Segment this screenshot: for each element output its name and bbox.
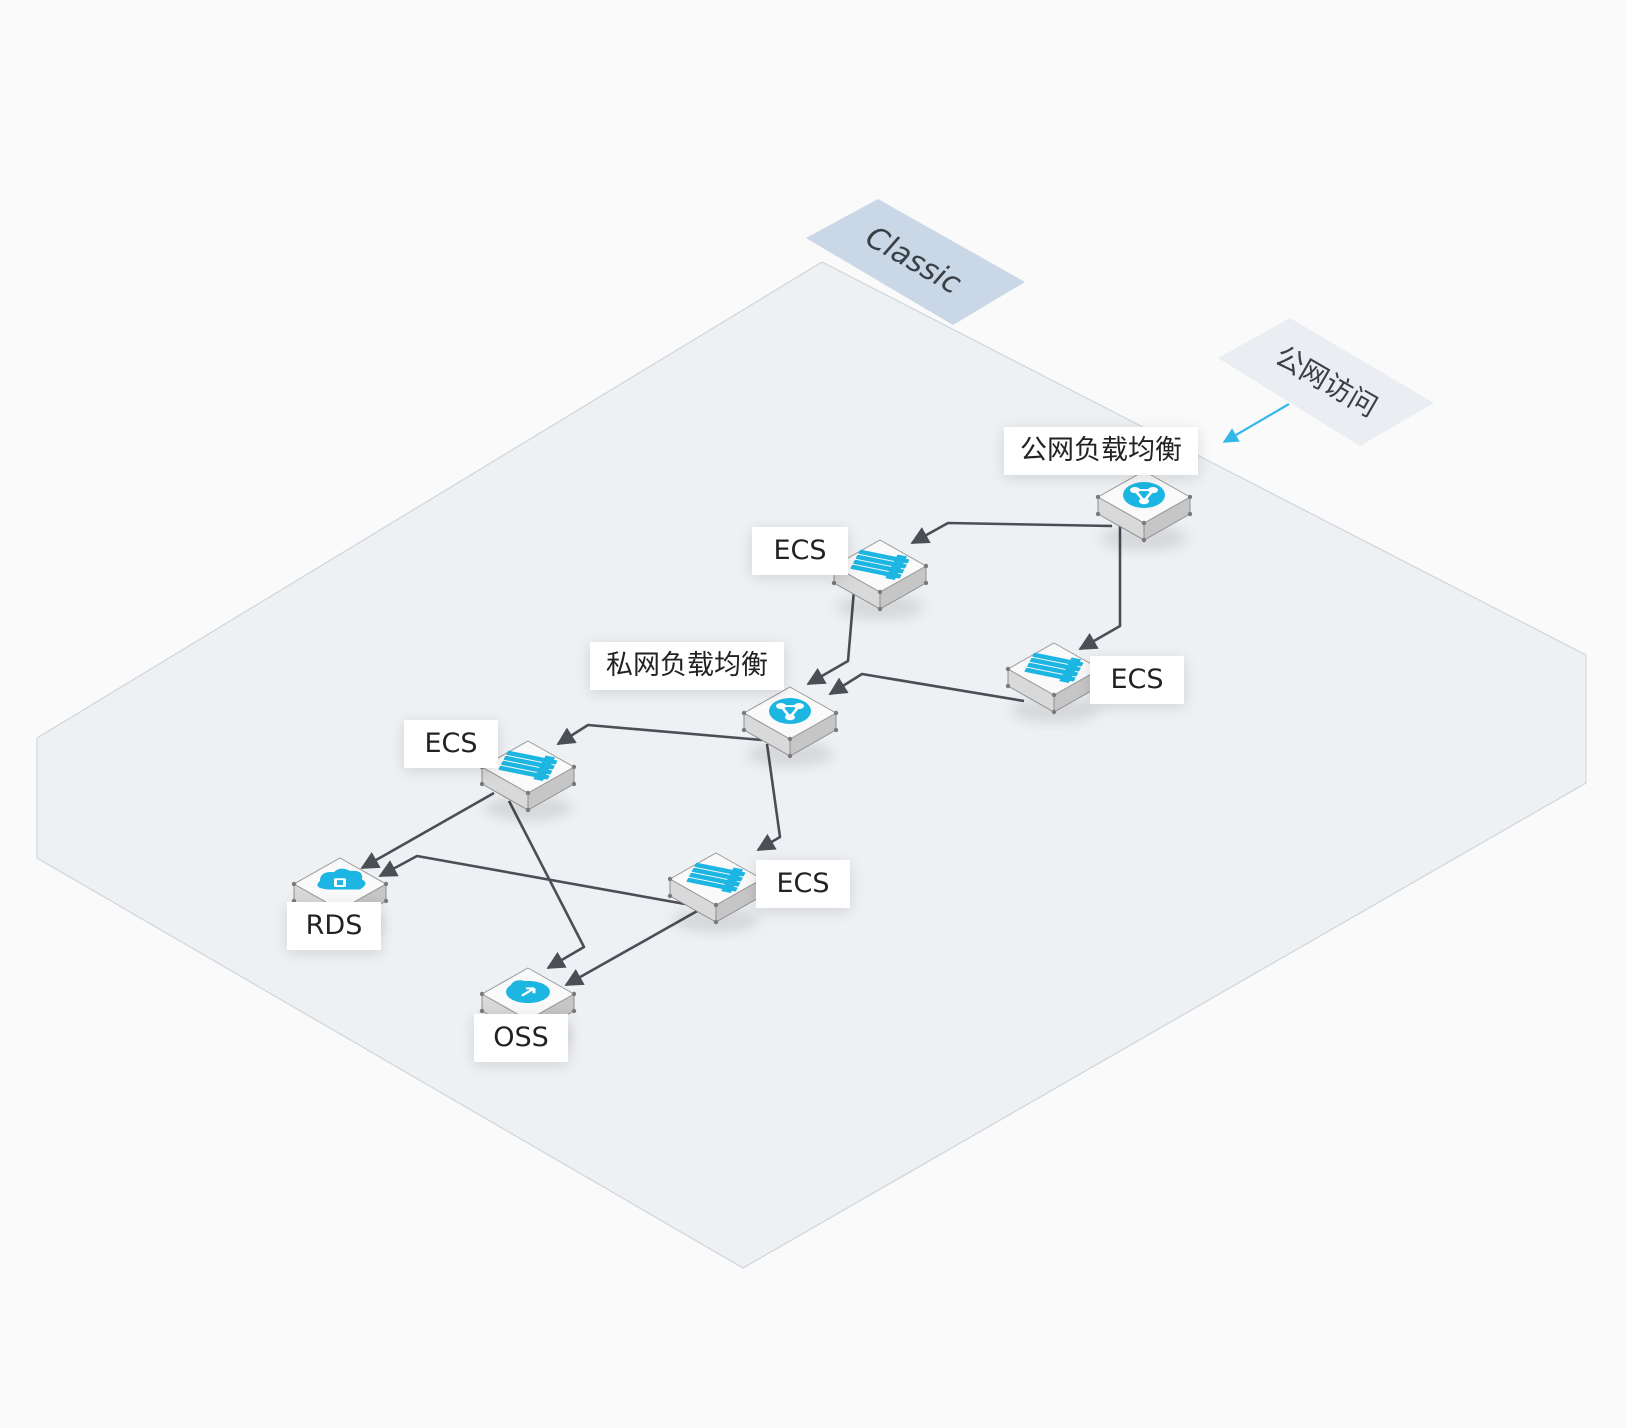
edge-public-slb-to-ecs-right [1078,526,1122,651]
private-slb-node [741,686,839,767]
rds-label: RDS [287,902,381,950]
oss-label: OSS [474,1014,568,1062]
edge-public-slb-to-ecs-top [910,521,1113,545]
ecs-left-label: ECS [404,720,498,768]
load-balancer-icon [1123,481,1165,509]
edge-ecs-left-to-oss [507,800,586,970]
edge-ecs-left-to-rds [360,791,495,870]
ecs-top-node [831,539,929,620]
ecs-top-label: ECS [752,527,848,575]
server-icon [498,750,558,782]
ecs-right-label: ECS [1090,656,1184,704]
public-slb-node [1095,470,1193,551]
server-icon [1024,652,1084,684]
public-slb-label: 公网负载均衡 [1004,427,1198,475]
server-icon [686,862,746,894]
connection-lines [360,521,1122,987]
ecs-right-node [1005,642,1103,723]
internet-access-tag [1218,318,1434,446]
database-icon [317,868,366,890]
ecs-left-node [479,740,577,821]
server-icon [850,549,910,581]
classic-zone-tag [806,199,1025,325]
load-balancer-icon [769,697,811,725]
private-slb-label: 私网负载均衡 [590,642,784,690]
edge-private-slb-to-ecs-left [556,723,763,746]
edge-ecs-bottom-to-rds [378,854,686,906]
internet-access-arrow [1222,403,1290,443]
ecs-bottom-node [667,852,765,933]
edge-private-slb-to-ecs-bottom [756,743,782,852]
ecs-bottom-label: ECS [756,860,850,908]
storage-icon [506,980,550,1004]
edge-ecs-right-to-private-slb [828,672,1025,703]
